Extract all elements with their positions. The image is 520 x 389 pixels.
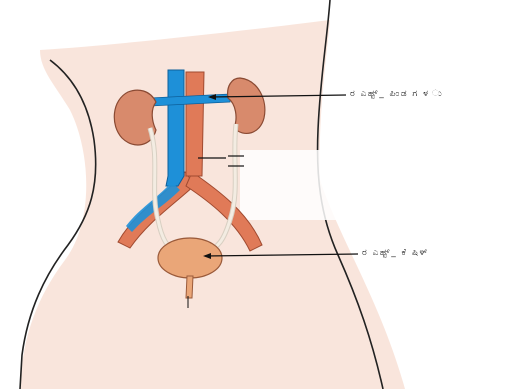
label-bladder: ರ ಎಹ್ಟ್_ ಕೆ ಷಿಳ್ bbox=[362, 248, 429, 258]
masked-label-area bbox=[240, 150, 350, 220]
urethra bbox=[186, 276, 193, 298]
vena-cava bbox=[166, 70, 184, 186]
bladder bbox=[158, 238, 222, 278]
aorta bbox=[186, 72, 204, 176]
label-kidneys: ರ ಎಹ್ಟ್_ ಪಿಂಡ ಗ ಳ ು bbox=[350, 89, 443, 99]
